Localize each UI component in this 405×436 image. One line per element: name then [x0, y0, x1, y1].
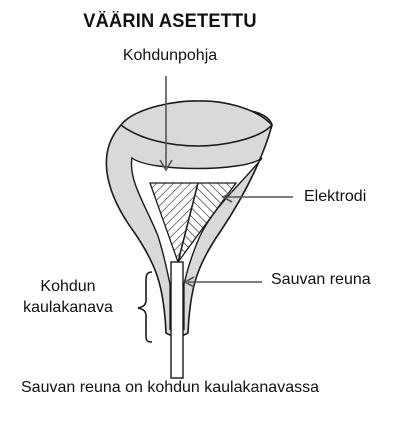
label-fundus: Kohdunpohja [0, 48, 340, 64]
label-electrode: Elektrodi [304, 189, 366, 205]
label-cervical-canal: Kohdun kaulakanava [0, 276, 136, 318]
diagram-caption: Sauvan reuna on kohdun kaulakanavassa [0, 377, 340, 398]
diagram-title: VÄÄRIN ASETETTU [7, 12, 333, 31]
label-rod-edge: Sauvan reuna [271, 272, 371, 288]
device-rod [171, 262, 183, 378]
canal-bracket [138, 272, 152, 342]
